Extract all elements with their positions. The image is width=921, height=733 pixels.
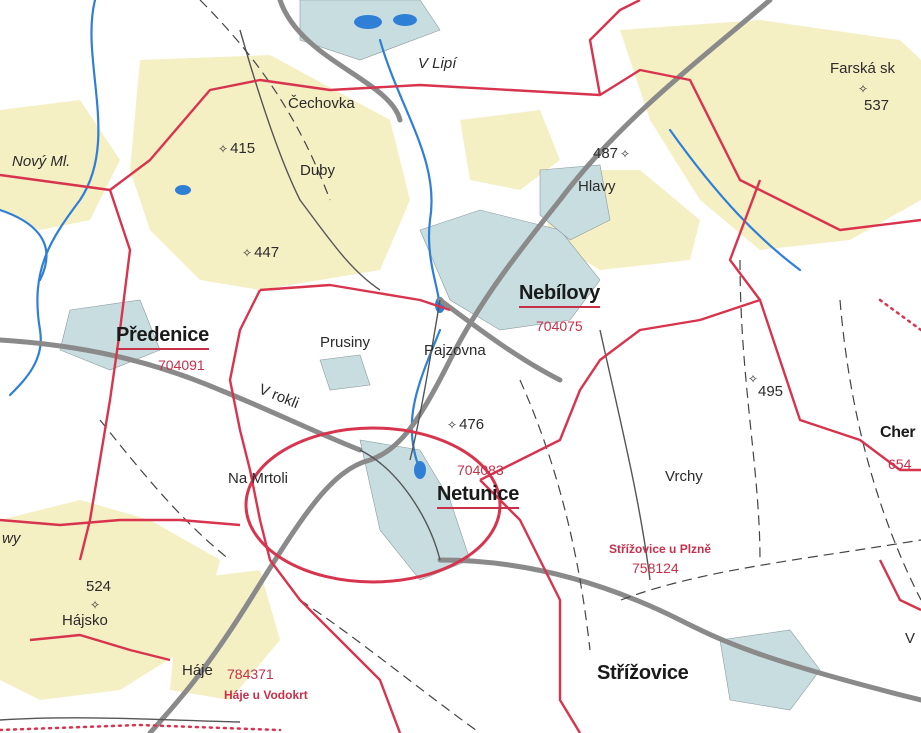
elevation-value-537: 537 (864, 97, 890, 114)
elevation-value: 415 (230, 140, 256, 157)
elevation-point-537: ✧ (858, 80, 870, 97)
minor-roads (0, 29, 651, 723)
elevation-star-icon: ✧ (748, 372, 759, 386)
place-label-hlavy: Hlavy (578, 178, 616, 195)
place-label-wy: wy (2, 530, 21, 547)
village-label-netunice: Netunice (437, 483, 519, 509)
elevation-star-icon: ✧ (447, 418, 458, 432)
district-boundary (0, 298, 921, 732)
elevation-point-415: ✧415 (218, 140, 255, 157)
place-label-prusiny: Prusiny (320, 334, 371, 351)
tracks (99, 0, 921, 733)
elevation-point-524: ✧ (90, 596, 102, 613)
elevation-point-476: ✧476 (447, 416, 484, 433)
place-label-v-edge: V (905, 630, 916, 647)
place-label-haje: Háje (182, 662, 213, 679)
elevation-star-icon: ✧ (620, 147, 631, 161)
cadastral-label-strizovice: Střížovice u Plzně (609, 542, 712, 556)
elevation-value-524: 524 (86, 578, 112, 595)
code-label-nebilovy: 704075 (536, 318, 583, 334)
elevation-value: 447 (254, 244, 280, 261)
ponds (175, 14, 445, 479)
place-label-na-mrtoli: Na Mrtoli (228, 470, 289, 487)
elevation-star-icon: ✧ (858, 82, 869, 96)
streams (0, 0, 802, 472)
elevation-point-447: ✧447 (242, 244, 279, 261)
elevation-value-495: 495 (758, 383, 784, 400)
place-label-farska: Farská sk (830, 60, 896, 77)
code-label-predenice: 704091 (158, 357, 205, 373)
village-label-nebilovy: Nebílovy (519, 282, 600, 308)
elevation-value: 476 (459, 416, 485, 433)
code-label-netunice: 704083 (457, 462, 504, 478)
place-label-vrchy: Vrchy (665, 468, 703, 485)
elevation-star-icon: ✧ (218, 142, 229, 156)
place-label-novy-mlyn: Nový Ml. (12, 153, 71, 170)
elevation-point-487: 487✧ (593, 145, 632, 162)
village-label-predenice: Předenice (116, 324, 209, 350)
elevation-star-icon: ✧ (90, 598, 101, 612)
place-label-cher: Cher (880, 424, 916, 441)
code-label-strizovice: 758124 (632, 560, 679, 576)
code-label-haje: 784371 (227, 666, 274, 682)
cadastral-label-haje: Háje u Vodokrt (224, 688, 308, 702)
place-label-hajsko: Hájsko (62, 612, 108, 629)
village-label-strizovice: Střížovice (597, 662, 689, 684)
elevation-star-icon: ✧ (242, 246, 253, 260)
place-label-v-lipi: V Lipí (418, 55, 457, 72)
place-label-pajzovna: Pajzovna (424, 342, 486, 359)
highlight-ellipse (244, 426, 502, 584)
settlement-areas (59, 0, 821, 711)
place-label-duby: Duby (300, 162, 336, 179)
elevation-value: 487 (593, 145, 619, 162)
elevation-point-495: ✧ (748, 370, 760, 387)
place-label-cechovka: Čechovka (288, 95, 355, 112)
code-label-cher: 654 (888, 456, 912, 472)
